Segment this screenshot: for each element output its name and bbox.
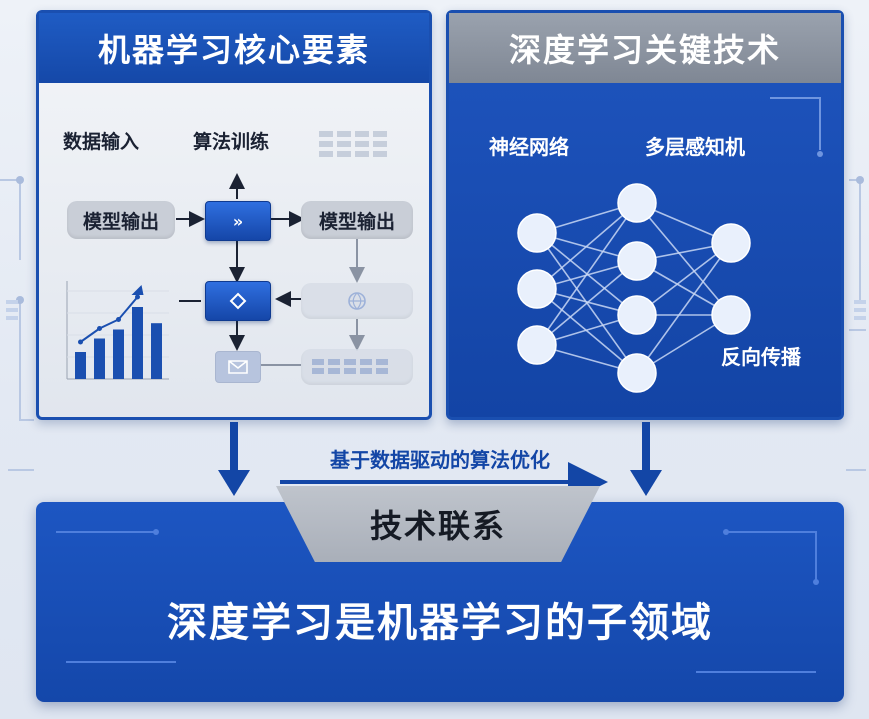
nn-node [617,295,657,335]
mini-chart-trend-line [79,296,139,343]
relationship-statement: 深度学习是机器学习的子领域 [167,600,713,646]
right-circuit-decoration [770,97,823,157]
mail-process-box [215,351,261,383]
double-chevron-icon: » [232,211,244,231]
mini-chart-bar [75,352,86,379]
mini-bar-chart [66,281,169,380]
mini-chart-trend-point [78,339,83,345]
mini-chart-trend-point [135,294,140,300]
mini-chart-bar [132,307,143,379]
nn-node [617,241,657,281]
nn-connection [536,202,638,290]
nn-connection [536,202,638,346]
nn-connection [536,260,638,346]
mlp-label: 多层感知机 [645,135,745,159]
faded-node-box [301,283,413,319]
nn-node [617,183,657,223]
mini-chart-bar [94,338,105,379]
neural-network-diagram [517,183,751,393]
neural-network-label: 神经网络 [489,135,569,159]
ml-core-elements-panel: 机器学习核心要素 [36,10,432,420]
data-grid-icon [312,359,388,374]
mini-chart-bar [113,329,124,379]
nn-node [517,325,557,365]
connector-arrows [218,422,662,502]
backprop-label: 反向传播 [721,345,801,369]
mini-chart-trend-point [116,317,121,322]
ml-panel-title: 机器学习核心要素 [39,13,429,83]
nn-connection [636,242,732,374]
data-input-label: 数据输入 [63,131,140,153]
forward-process-box: » [205,201,271,241]
bottom-circuit-decoration [56,529,819,673]
tech-link-tab: 技术联系 [276,486,600,562]
nn-connection [536,288,638,374]
transform-process-box [205,281,271,321]
mini-chart-trend-point [97,326,102,331]
model-output-left-pill: 模型输出 [67,201,175,239]
nn-node [517,213,557,253]
mini-chart-trend-arrowhead [131,285,144,295]
ml-flow-arrows [176,131,387,366]
mini-chart-bar [151,323,162,379]
nn-node [617,353,657,393]
dl-panel-title: 深度学习关键技术 [449,13,841,83]
faded-data-box [301,349,413,385]
nn-node [711,295,751,335]
nn-node [711,223,751,263]
connector-label: 基于数据驱动的算法优化 [330,448,550,472]
dl-key-tech-panel: 深度学习关键技术 神经网络 多层感知机 反向传播 [446,10,844,420]
globe-icon [348,292,366,310]
nn-node [517,269,557,309]
nn-connection [636,202,732,316]
diamond-icon [229,292,247,310]
model-output-right-pill: 模型输出 [301,201,413,239]
envelope-icon [228,360,248,374]
algo-training-label: 算法训练 [193,131,270,153]
